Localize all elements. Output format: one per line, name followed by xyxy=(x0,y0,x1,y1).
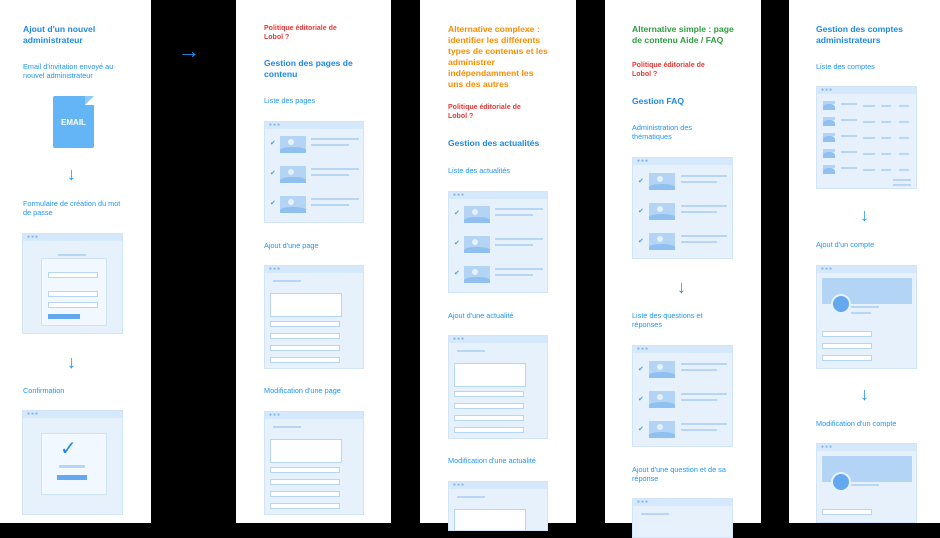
col4-politique: Politique éditoriale de Lobol ? xyxy=(632,62,705,78)
col5-list-label: Liste des comptes xyxy=(816,62,875,71)
col2-edit-label: Modification d'une page xyxy=(264,386,341,395)
column-news: Alternative complexe : identifier les di… xyxy=(420,0,576,531)
col2-add-label: Ajout d'une page xyxy=(264,241,319,250)
col2-title: Gestion des pages de contenu xyxy=(264,58,353,79)
arrow-down-icon: ↓ xyxy=(860,205,869,225)
col4-title: Gestion FAQ xyxy=(632,96,685,106)
email-badge: EMAIL xyxy=(61,118,86,127)
page-edit-wireframe: ●●● xyxy=(264,411,364,515)
col3-edit-label: Modification d'une actualité xyxy=(448,456,536,465)
news-edit-wireframe: ●●● xyxy=(448,481,548,531)
email-icon: EMAIL xyxy=(53,96,94,148)
arrow-right-icon: → xyxy=(178,38,200,63)
column-pages: Politique éditoriale de Lobol ? Gestion … xyxy=(236,0,391,523)
news-add-wireframe: ●●● xyxy=(448,335,548,439)
col3-alt: Alternative complexe : identifier les di… xyxy=(448,24,548,89)
pages-list-wireframe: ●●● ✔ ✔ ✔ xyxy=(264,121,364,223)
arrow-down-icon: ↓ xyxy=(677,277,686,297)
col5-title: Gestion des comptes administrateurs xyxy=(816,24,903,45)
news-list-wireframe: ●●● ✔ ✔ ✔ xyxy=(448,191,548,293)
col1-email-label: Email d'invitation envoyé au nouvel admi… xyxy=(23,62,114,80)
themes-wireframe: ●●● ✔ ✔ ✔ xyxy=(632,157,733,259)
col3-add-label: Ajout d'une actualité xyxy=(448,311,514,320)
arrow-down-icon: ↓ xyxy=(67,352,76,372)
arrow-down-icon: ↓ xyxy=(860,384,869,404)
form-wireframe: ●●● xyxy=(22,233,123,334)
col3-politique: Politique éditoriale de Lobol ? xyxy=(448,104,521,120)
accounts-list-wireframe: ●●● xyxy=(816,86,917,189)
account-add-wireframe: ●●● xyxy=(816,265,917,369)
col2-politique: Politique éditoriale de Lobol ? xyxy=(264,25,337,41)
page-add-wireframe: ●●● xyxy=(264,265,364,369)
email-icon-fold xyxy=(85,96,94,105)
column-accounts: Gestion des comptes administrateurs List… xyxy=(789,0,940,523)
check-icon: ✓ xyxy=(60,438,77,460)
col4-add-label: Ajout d'une question et de sa réponse xyxy=(632,465,726,483)
col1-title: Ajout d'un nouvel administrateur xyxy=(23,24,96,45)
column-faq: Alternative simple : page de contenu Aid… xyxy=(605,0,761,538)
col4-list-label: Liste des questions et réponses xyxy=(632,311,703,329)
col1-form-label: Formulaire de création du mot de passe xyxy=(23,199,121,217)
col3-list-label: Liste des actualités xyxy=(448,166,511,175)
faq-add-wireframe: ●●● xyxy=(632,498,733,538)
column-admin-invite: Ajout d'un nouvel administrateur Email d… xyxy=(0,0,151,523)
col3-title: Gestion des actualités xyxy=(448,138,540,148)
arrow-down-icon: ↓ xyxy=(67,164,76,184)
col5-add-label: Ajout d'un compte xyxy=(816,240,875,249)
faq-list-wireframe: ●●● ✔ ✔ ✔ xyxy=(632,345,733,447)
col4-themes-label: Administration des thématiques xyxy=(632,123,693,141)
col5-edit-label: Modification d'un compte xyxy=(816,419,897,428)
col4-alt: Alternative simple : page de contenu Aid… xyxy=(632,24,734,45)
col2-list-label: Liste des pages xyxy=(264,96,316,105)
confirmation-wireframe: ●●● ✓ xyxy=(22,410,123,515)
account-edit-wireframe: ●●● xyxy=(816,443,917,523)
col1-confirm-label: Confirmation xyxy=(23,386,65,395)
